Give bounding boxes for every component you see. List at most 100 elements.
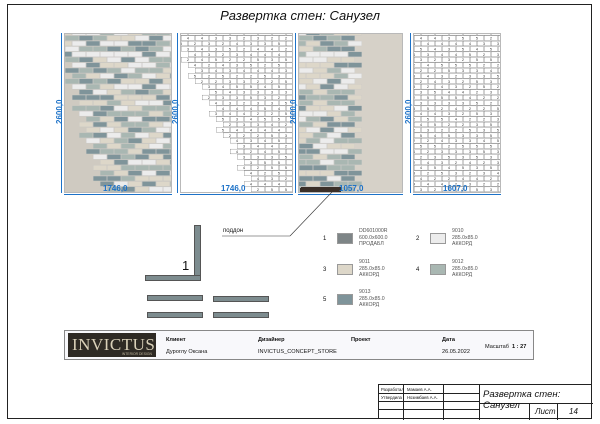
tile-number: 5 bbox=[490, 134, 492, 138]
tile-number: 3 bbox=[257, 123, 259, 127]
tile bbox=[320, 138, 334, 144]
tile bbox=[414, 100, 428, 106]
tile-number: 5 bbox=[278, 150, 280, 154]
tile bbox=[258, 170, 272, 176]
tile bbox=[128, 40, 142, 47]
tile bbox=[463, 40, 477, 47]
tile bbox=[265, 35, 279, 41]
tile bbox=[320, 148, 334, 155]
tile bbox=[163, 154, 171, 160]
tile bbox=[334, 73, 348, 79]
tile bbox=[484, 46, 498, 52]
tile bbox=[107, 57, 121, 63]
tile bbox=[93, 46, 107, 52]
tile-number: 2 bbox=[229, 134, 231, 138]
legend-line: 285.0x85.0 bbox=[452, 234, 478, 241]
legend-line: АККОРД bbox=[452, 272, 473, 278]
tile-number: 4 bbox=[215, 101, 217, 105]
tile bbox=[135, 111, 149, 117]
tile-number: 2 bbox=[462, 80, 464, 84]
tile-number: 2 bbox=[441, 107, 443, 111]
tile-number: 5 bbox=[264, 107, 266, 111]
tile bbox=[93, 57, 107, 63]
tile bbox=[100, 138, 114, 144]
tile bbox=[135, 67, 149, 74]
tile bbox=[114, 127, 128, 133]
tile bbox=[421, 40, 435, 47]
tile bbox=[135, 154, 149, 160]
tile bbox=[135, 175, 149, 182]
tile bbox=[86, 62, 100, 68]
tile bbox=[491, 73, 500, 79]
tile bbox=[334, 40, 348, 47]
tile-number: 2 bbox=[469, 118, 471, 122]
tile bbox=[279, 154, 292, 160]
tile bbox=[244, 62, 258, 68]
tile bbox=[428, 57, 442, 63]
tile-number: 3 bbox=[483, 74, 485, 78]
tile bbox=[135, 143, 149, 149]
tile-number: 4 bbox=[469, 161, 471, 165]
tile-number: 4 bbox=[434, 134, 436, 138]
tile bbox=[251, 35, 265, 41]
tile bbox=[442, 154, 456, 160]
legend-line: DD601000R bbox=[359, 228, 388, 234]
tile bbox=[216, 40, 230, 47]
tile bbox=[202, 51, 216, 57]
tile-number: 5 bbox=[222, 74, 224, 78]
tile bbox=[327, 35, 341, 41]
tile-number: 5 bbox=[271, 188, 273, 192]
tile bbox=[484, 78, 498, 84]
tile bbox=[470, 186, 484, 192]
tile bbox=[135, 57, 149, 63]
tile bbox=[156, 51, 170, 57]
tile-number: 5 bbox=[476, 58, 478, 62]
tile bbox=[202, 40, 216, 47]
tile bbox=[313, 175, 327, 182]
tile-number: 2 bbox=[483, 118, 485, 122]
tile-number: 3 bbox=[448, 47, 450, 51]
tile bbox=[121, 121, 135, 128]
tile bbox=[216, 94, 230, 101]
tile bbox=[435, 116, 449, 122]
tile bbox=[149, 175, 163, 182]
tile bbox=[414, 94, 421, 101]
tile bbox=[477, 84, 491, 90]
tile bbox=[72, 94, 86, 101]
tile bbox=[327, 132, 341, 138]
tile-number: 2 bbox=[414, 128, 415, 132]
tile bbox=[100, 181, 114, 187]
tile bbox=[477, 51, 491, 57]
tile bbox=[149, 186, 163, 192]
tile bbox=[93, 154, 107, 160]
wall-elevation-4: 3242533444232242244243253234454535524324… bbox=[413, 33, 501, 193]
tile bbox=[216, 105, 230, 111]
tile bbox=[428, 78, 442, 84]
tile-number: 5 bbox=[469, 64, 471, 68]
tile bbox=[209, 46, 223, 52]
tile bbox=[114, 62, 128, 68]
tile bbox=[456, 67, 470, 74]
tile bbox=[230, 148, 244, 155]
tile-number: 5 bbox=[483, 85, 485, 89]
tile-number: 5 bbox=[427, 118, 429, 122]
tile-number: 3 bbox=[483, 172, 485, 176]
wall-3-tiles bbox=[299, 34, 402, 192]
tile bbox=[272, 138, 286, 144]
tile bbox=[149, 57, 163, 63]
tile bbox=[156, 127, 170, 133]
tile-number: 4 bbox=[420, 123, 422, 127]
tile-number: 3 bbox=[455, 172, 457, 176]
tile-number: 3 bbox=[497, 42, 499, 46]
tile bbox=[163, 89, 171, 95]
tile-number: 5 bbox=[497, 107, 499, 111]
tile-number: 3 bbox=[271, 101, 273, 105]
tile-number: 4 bbox=[264, 150, 266, 154]
tile bbox=[456, 111, 470, 117]
tile bbox=[258, 34, 272, 36]
tile bbox=[341, 165, 355, 171]
tile bbox=[491, 105, 500, 111]
tile-number: 3 bbox=[243, 123, 245, 127]
tile bbox=[449, 127, 463, 133]
tile-number: 4 bbox=[264, 128, 266, 132]
